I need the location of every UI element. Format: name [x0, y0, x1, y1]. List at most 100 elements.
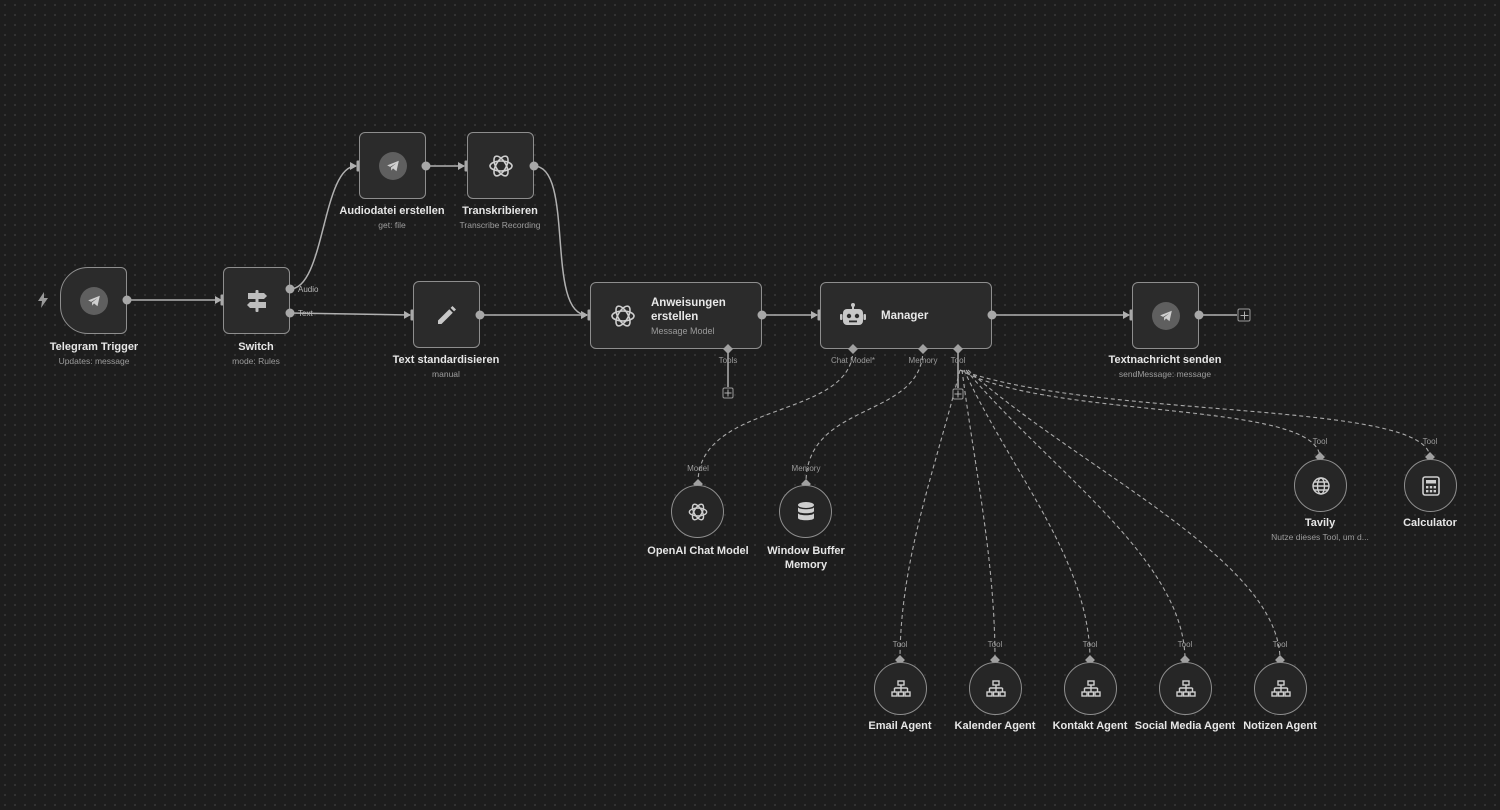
port-label-tool: Tool	[1422, 437, 1438, 446]
node-subtitle: Nutze dieses Tool, um d...	[1271, 532, 1369, 542]
port-label-memory: Memory	[908, 356, 938, 365]
node-manager[interactable]: Manager	[820, 282, 992, 349]
node-email-agent[interactable]	[874, 662, 927, 715]
node-text-standardisieren[interactable]	[413, 281, 480, 348]
port-label-tools: Tools	[718, 356, 738, 365]
sitemap-icon	[890, 679, 911, 698]
output-handle[interactable]	[421, 161, 431, 171]
node-title: Kontakt Agent	[1052, 720, 1128, 732]
node-subtitle: Updates: message	[58, 356, 130, 366]
sitemap-icon	[1080, 679, 1101, 698]
calculator-icon	[1421, 475, 1440, 496]
node-kontakt-agent[interactable]	[1064, 662, 1117, 715]
node-audiodatei-label: Audiodatei erstellen get: file	[292, 204, 492, 230]
output-handle[interactable]	[475, 310, 485, 320]
node-text-standardisieren-label: Text standardisieren manual	[346, 353, 546, 379]
node-title: Audiodatei erstellen	[339, 205, 445, 217]
port-label-model: Model	[687, 464, 709, 473]
add-tool-button[interactable]	[952, 388, 964, 400]
signpost-icon	[244, 288, 270, 314]
node-openai-chat-model[interactable]	[671, 485, 724, 538]
sub-connection-notizen	[967, 369, 1281, 661]
node-title: Tavily	[1304, 517, 1336, 529]
node-kontakt-agent-label: Kontakt Agent	[990, 719, 1190, 733]
node-email-agent-label: Email Agent	[800, 719, 1000, 733]
node-notizen-agent[interactable]	[1254, 662, 1307, 715]
pencil-icon	[435, 303, 459, 327]
node-title: Switch	[238, 341, 274, 353]
port-label-memory: Memory	[791, 464, 821, 473]
telegram-icon	[79, 286, 108, 315]
output-label-audio: Audio	[298, 285, 319, 294]
node-window-buffer-memory[interactable]	[779, 485, 832, 538]
telegram-icon	[378, 151, 407, 180]
node-subtitle: Message Model	[651, 325, 715, 336]
sub-connection-memory	[805, 348, 924, 484]
sitemap-icon	[1270, 679, 1291, 698]
openai-icon	[687, 501, 709, 523]
node-kalender-agent[interactable]	[969, 662, 1022, 715]
output-handle[interactable]	[1194, 310, 1204, 320]
node-telegram-trigger-label: Telegram Trigger Updates: message	[0, 340, 194, 366]
node-openai-chat-model-label: OpenAI Chat Model	[598, 544, 798, 558]
sub-connection-social	[965, 369, 1186, 661]
port-label-tool: Tool	[1177, 640, 1193, 649]
node-subtitle: mode: Rules	[232, 356, 280, 366]
node-subtitle: manual	[432, 369, 460, 379]
port-label-chat-model: Chat Model*	[830, 356, 876, 365]
connection-switch-audiodatei	[289, 162, 357, 290]
node-switch[interactable]	[223, 267, 290, 334]
node-title: Manager	[881, 309, 929, 322]
node-subtitle: get: file	[378, 220, 406, 230]
database-icon	[796, 501, 816, 523]
node-title: Notizen Agent	[1243, 720, 1317, 732]
node-title: OpenAI Chat Model	[647, 545, 749, 557]
output-handle[interactable]	[122, 295, 132, 305]
node-transkribieren-label: Transkribieren Transcribe Recording	[400, 204, 600, 230]
node-audiodatei-erstellen[interactable]	[359, 132, 426, 199]
node-title: Text standardisieren	[392, 354, 500, 366]
node-calculator[interactable]	[1404, 459, 1457, 512]
output-handle[interactable]	[987, 310, 997, 320]
node-title: Transkribieren	[462, 205, 538, 217]
output-handle-audio[interactable]	[285, 284, 295, 294]
node-title: Social Media Agent	[1134, 720, 1236, 732]
node-tavily-label: Tavily Nutze dieses Tool, um d...	[1220, 516, 1420, 542]
sub-connection-tavily	[959, 369, 1321, 459]
port-label-tool: Tool	[1082, 640, 1098, 649]
sitemap-icon	[985, 679, 1006, 698]
output-handle[interactable]	[529, 161, 539, 171]
openai-icon	[487, 152, 515, 180]
node-tavily[interactable]	[1294, 459, 1347, 512]
node-title: Email Agent	[868, 720, 932, 732]
node-title: Kalender Agent	[954, 720, 1036, 732]
node-textnachricht-senden[interactable]	[1132, 282, 1199, 349]
node-kalender-agent-label: Kalender Agent	[895, 719, 1095, 733]
output-handle[interactable]	[757, 310, 767, 320]
node-telegram-trigger[interactable]	[60, 267, 127, 334]
add-node-button[interactable]	[1237, 308, 1251, 322]
node-social-media-agent[interactable]	[1159, 662, 1212, 715]
sub-connection-email	[899, 369, 961, 661]
openai-icon	[609, 302, 637, 330]
node-subtitle: sendMessage: message	[1118, 369, 1212, 379]
sitemap-icon	[1175, 679, 1196, 698]
globe-icon	[1311, 476, 1331, 496]
port-label-tool: Tool	[1272, 640, 1288, 649]
sub-connection-calculator	[959, 369, 1431, 459]
node-switch-label: Switch mode: Rules	[156, 340, 356, 366]
node-anweisungen-erstellen[interactable]: Anweisungen erstellen Message Model	[590, 282, 762, 349]
robot-icon	[839, 302, 867, 329]
telegram-icon	[1151, 301, 1180, 330]
port-label-tool: Tool	[987, 640, 1003, 649]
node-transkribieren[interactable]	[467, 132, 534, 199]
add-tool-button[interactable]	[722, 387, 734, 399]
node-social-media-agent-label: Social Media Agent	[1085, 719, 1285, 733]
sub-connection-kontakt	[963, 369, 1091, 661]
output-handle-text[interactable]	[285, 308, 295, 318]
port-label-tool: Tool	[892, 640, 908, 649]
sub-connection-kalender	[961, 369, 996, 661]
output-label-text: Text	[298, 309, 313, 318]
sub-connection-model	[697, 348, 854, 484]
